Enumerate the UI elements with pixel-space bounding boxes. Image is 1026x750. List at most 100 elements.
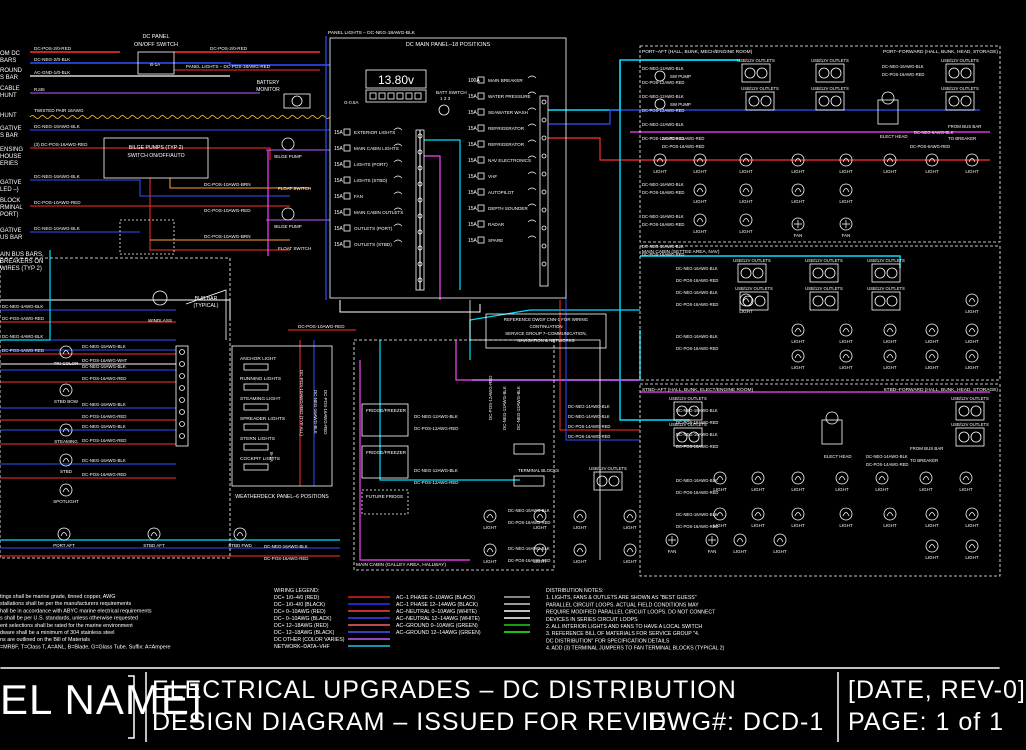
light-label: TRI-COLOR (54, 361, 80, 366)
batt-switch-nums: 1 2 3 (440, 96, 451, 101)
outlet-socket-icon (948, 67, 960, 79)
breaker-icon (343, 160, 351, 168)
light-icon (839, 507, 853, 521)
breaker-amp: 15A (334, 178, 344, 184)
legend-entry: AC–GROUND 0–10AWG (GREEN) (396, 623, 478, 629)
breaker-name: RADAR (488, 222, 505, 227)
breaker-icon (477, 124, 485, 132)
light-label: LIGHT (533, 559, 547, 564)
outlet-socket-icon (748, 95, 760, 107)
light-icon-filament (922, 476, 930, 481)
usb-outlet-icon (955, 427, 985, 447)
light-icon-filament (886, 158, 894, 163)
light-label: LIGHT (791, 169, 805, 174)
light-icon (623, 509, 637, 523)
left-edge-label: OM DC (0, 51, 21, 57)
light-icon (965, 293, 979, 307)
elect-head-label: ELECT HEAD (824, 454, 852, 459)
bus-screw (541, 117, 547, 123)
outlet-socket-icon (596, 475, 608, 487)
wire-label: DC-NEG-16AWG-BLK (676, 334, 718, 339)
breaker-amp: 15A (468, 238, 478, 244)
light-icon (965, 153, 979, 167)
breaker-amp: 15A (468, 190, 478, 196)
wire-label: DC-POS-16AWG-RED (264, 556, 308, 561)
light-label: LIGHT (883, 339, 897, 344)
light-icon-filament (742, 158, 750, 163)
outlet-socket-icon (688, 431, 700, 443)
outlet-socket-icon (960, 95, 972, 107)
breaker-icon (477, 140, 485, 148)
wire-label: DC-NEG-12AWG-BLK (414, 468, 458, 473)
breaker-name: MAIN BREAKER (488, 78, 523, 83)
usb-outlet-icon (745, 91, 775, 111)
outlet-socket-icon (970, 405, 982, 417)
breaker-switch-icon (393, 223, 403, 227)
outlet-socket-icon (760, 95, 772, 107)
outlet-socket-icon (676, 405, 688, 417)
legend-entry: DC OTHER (COLOR VARIES) (274, 637, 345, 643)
usb-outlet-icon (741, 63, 771, 83)
wire-label: DC-NEG-14AWG-BLK (568, 414, 610, 419)
light-icon-filament (754, 476, 762, 481)
breaker-name: DEPTH SOUNDER (488, 206, 528, 211)
light-icon (883, 349, 897, 363)
left-edge-label: LED –) (0, 187, 19, 193)
light-icon (59, 423, 73, 437)
breaker-switch-icon (527, 203, 537, 207)
elect-head-label: ELECT HEAD (880, 134, 908, 139)
float-switch-label: FLOAT SWITCH (278, 246, 311, 251)
left-edge-label: HUNT (0, 113, 17, 119)
breaker-switch-icon (527, 75, 537, 79)
outlet-socket-icon (824, 267, 836, 279)
breaker-switch-icon (527, 171, 537, 175)
fan-icon (791, 217, 805, 231)
main-panel-top-label: PANEL LIGHTS – DC-NEG-18AWG-BLK (328, 30, 416, 36)
outlet-socket-icon (886, 267, 898, 279)
wire-label: DC-NEG-16AWG-BLK (313, 390, 318, 434)
light-label: STBD FWD (228, 543, 252, 548)
light-icon (739, 153, 753, 167)
wire-label: DC-NEG-14AWG-BLK (568, 404, 610, 409)
reference-note-text: NAVIGATION & NETWORKS (517, 338, 574, 343)
light-label: LIGHT (739, 199, 753, 204)
bus-screw (541, 261, 547, 267)
outlet-socket-icon (740, 267, 752, 279)
elect-head-bowl (881, 91, 895, 105)
elect-head-icon (821, 419, 843, 445)
breaker-amp: 15A (334, 162, 344, 168)
light-icon-filament (842, 354, 850, 359)
light-label: LIGHT (965, 523, 979, 528)
light-icon-filament (576, 514, 584, 519)
wire-label: DC-POS-16AWG-WHT (82, 358, 128, 363)
light-icon (925, 349, 939, 363)
light-icon-filament (968, 512, 976, 517)
usb-outlet-icon (955, 401, 985, 421)
light-icon-filament (62, 428, 70, 433)
breaker-amp: 15A (468, 142, 478, 148)
breaker-amp: 15A (334, 146, 344, 152)
fan-label: FAN (842, 233, 851, 238)
light-label: LIGHT (919, 487, 933, 492)
light-icon (835, 471, 849, 485)
light-icon-filament (842, 512, 850, 517)
terminal-block-icon (513, 475, 545, 487)
breaker-icon (343, 144, 351, 152)
legend-entry: DC– 0–10AWG (BLACK) (274, 616, 332, 622)
light-label: LIGHT (739, 169, 753, 174)
wire-label: DC-POS-16AWG-RED (676, 346, 718, 351)
legend-entry: DC– 1/0–4/0 (BLACK) (274, 602, 325, 608)
light-label: LIGHT (839, 339, 853, 344)
outlet-socket-icon (948, 95, 960, 107)
general-note: ent selections shall be rated for the ma… (0, 623, 133, 629)
wire-galley-magenta (359, 360, 470, 561)
wire-label: DC-NEG-12AWG-BLK (414, 414, 458, 419)
dc-panel-title: ON/OFF SWITCH (134, 42, 178, 48)
wire-label: DC-NEG-16AWG-BLK (82, 364, 126, 369)
light-icon (965, 539, 979, 553)
legend-entry: AC–GROUND 12–14AWG (GREEN) (396, 630, 481, 636)
light-icon (883, 507, 897, 521)
wire-label: DC-POS-10AWG-RED (204, 208, 251, 213)
zone-title: MAIN CABIN (SETTEE AREA, NAV) (642, 249, 720, 255)
light-icon (733, 533, 747, 547)
